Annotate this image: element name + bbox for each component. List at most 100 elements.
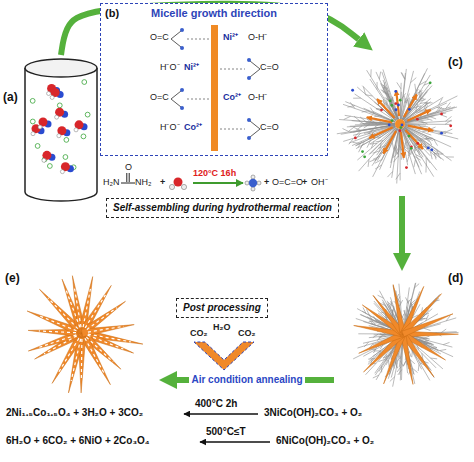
growth-arrow: [377, 99, 395, 118]
ion-dot: [429, 81, 432, 84]
pore-marks: [39, 331, 76, 333]
panel-label: (e): [5, 272, 20, 286]
fiber: [397, 82, 401, 88]
nitrogen-atom: [247, 76, 251, 80]
nitrogen-atom: [247, 118, 251, 122]
fiber: [407, 298, 412, 303]
chemical-label: OH⁻: [311, 177, 328, 187]
fiber: [420, 92, 422, 100]
ion-label: Co²⁺: [223, 92, 241, 102]
ion-dot: [405, 166, 408, 169]
fiber: [344, 116, 351, 119]
pore-marks: [71, 339, 80, 381]
equation: 3NiCo(OH)₂CO₃ + O₂: [264, 407, 362, 419]
micelle-sphere: [337, 68, 458, 183]
molecules: [30, 80, 90, 174]
structure-box: (b)Micelle growth direction: [100, 3, 328, 156]
fiber: [371, 141, 374, 148]
fiber: [376, 72, 398, 119]
ion-dot: [47, 164, 52, 169]
ion-dot: [449, 124, 452, 127]
oxide-urchin: [27, 276, 143, 393]
fiber: [414, 160, 415, 168]
fiber: [425, 165, 426, 173]
fiber: [383, 69, 399, 119]
dashed-bond: [187, 99, 209, 100]
panel-label: (d): [448, 272, 463, 286]
fiber: [400, 300, 403, 306]
fiber: [349, 126, 395, 143]
hydrogen-atom: [55, 115, 59, 119]
fiber: [370, 128, 396, 155]
nitrogen-atom: [180, 28, 184, 32]
fiber: [364, 342, 369, 347]
beaker-wall: [25, 68, 97, 201]
fiber: [405, 125, 452, 134]
water-molecule: [169, 178, 186, 190]
fiber: [399, 129, 400, 152]
gas-label: CO₂: [238, 328, 256, 338]
fiber: [380, 129, 398, 170]
hydrogen-atom: [50, 95, 54, 99]
ion-dot: [399, 99, 402, 102]
equation: 6H₂O + 6CO₂ + 6NiO + 2Co₃O₄: [6, 435, 150, 447]
ion-label: Co²⁺: [184, 122, 202, 132]
fiber: [440, 349, 447, 350]
hydrogen-atom: [38, 125, 42, 129]
equation: 6NiCo(OH)₂CO₃ + O₂: [276, 435, 374, 447]
fiber: [403, 128, 423, 157]
pore-marks: [74, 287, 81, 327]
ion-dot: [388, 123, 391, 126]
bond: [129, 173, 130, 182]
precursor-needles: [354, 285, 459, 385]
ion-label: Ni²⁺: [184, 62, 199, 72]
micelle-core: [395, 119, 405, 129]
fiber: [373, 334, 379, 338]
growth-arrows: [367, 90, 434, 158]
dashed-bond: [220, 69, 245, 70]
dashed-bond: [187, 39, 209, 40]
ion-dot: [400, 126, 403, 129]
fiber: [396, 173, 400, 179]
fiber: [407, 155, 409, 162]
micelle-panel: (c): [332, 50, 472, 196]
box-title: Self-assembling during hydrothermal reac…: [113, 202, 332, 214]
fiber: [445, 117, 451, 122]
process-box: Post processing: [176, 298, 268, 318]
ion-dot: [399, 129, 402, 132]
growth-bar: [211, 25, 218, 151]
chemical-label: C=O: [260, 62, 279, 72]
chemical-label: H⁻O⁻: [160, 122, 180, 132]
fiber: [370, 69, 371, 77]
ion-dot: [81, 134, 86, 139]
fiber: [353, 98, 361, 99]
fiber: [403, 128, 434, 176]
panel-label: (a): [3, 91, 18, 105]
fiber: [367, 70, 398, 119]
hydrogen-atom: [245, 181, 249, 185]
fiber: [401, 129, 408, 165]
fiber: [401, 73, 405, 80]
fiber: [445, 129, 452, 132]
chemical-label: H₂N: [103, 177, 120, 187]
nitrogen-atom: [180, 88, 184, 92]
beaker-rim: [25, 59, 97, 77]
fiber: [398, 353, 400, 359]
hydrogen-atom: [31, 132, 35, 136]
plus-sign: +: [264, 177, 269, 187]
pore-marks: [88, 326, 124, 332]
condition-label: 400°C 2h: [195, 398, 237, 410]
hydrogen-atom: [42, 158, 46, 162]
pore-marks: [39, 335, 76, 347]
hydrogen-atom: [47, 92, 51, 96]
fiber: [425, 102, 433, 104]
nitrogen-atom: [249, 179, 257, 187]
hydrogen-atom: [60, 170, 64, 174]
fiber: [375, 160, 382, 164]
reaction-arrow: [193, 182, 243, 184]
ion-dot: [394, 102, 397, 105]
ion-dot: [395, 108, 398, 111]
fiber: [404, 310, 407, 316]
micelle-structure: [101, 4, 327, 154]
ion-dot: [82, 80, 87, 85]
